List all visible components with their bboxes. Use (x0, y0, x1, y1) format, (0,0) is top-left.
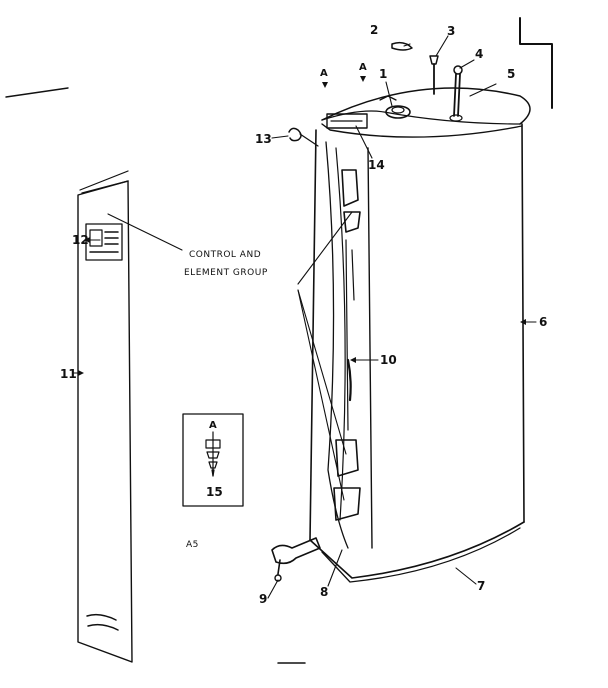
view-a-marker-top: A (359, 62, 367, 73)
part-label-11: 11 (60, 367, 77, 381)
view-a-marker-side: A (320, 68, 328, 79)
view-a-marker-box: A (209, 420, 217, 431)
view-a-detail-box (182, 413, 244, 507)
access-panel (77, 170, 133, 663)
part-label-10: 10 (380, 353, 397, 367)
part-label-14: 14 (368, 158, 385, 172)
top-fittings (288, 41, 463, 147)
callout-line-2: ELEMENT GROUP (184, 268, 268, 278)
corner-bracket-top-right (519, 17, 553, 109)
leader-lines (73, 35, 537, 599)
tank-body (309, 87, 531, 583)
arrow-part-12 (84, 237, 90, 243)
arrow-part-6 (520, 319, 526, 325)
arrow-view-a-top (360, 76, 366, 82)
part-label-12: 12 (72, 233, 89, 247)
arrow-view-a-side (322, 82, 328, 88)
part-label-5: 5 (507, 67, 516, 81)
part-label-8: 8 (320, 585, 329, 599)
callout-line-1: CONTROL AND (189, 250, 262, 260)
part-label-1: 1 (379, 67, 388, 81)
part-label-13: 13 (255, 132, 272, 146)
part-label-4: 4 (475, 47, 484, 61)
drain-valve (271, 537, 321, 582)
part-label-3: 3 (447, 24, 456, 38)
part-label-7: 7 (477, 579, 486, 593)
stray-line-top-left (5, 87, 69, 98)
figure-code: A5 (186, 540, 199, 550)
arrow-part-10 (350, 357, 356, 363)
part-label-9: 9 (259, 592, 268, 606)
part-label-15: 15 (206, 485, 223, 499)
part-label-2: 2 (370, 23, 379, 37)
part-label-6: 6 (539, 315, 548, 329)
arrow-part-11 (78, 370, 84, 376)
